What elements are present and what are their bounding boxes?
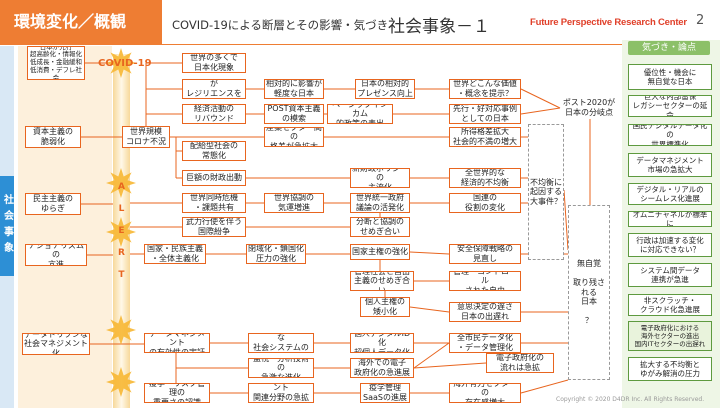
- node-global-recession: 世界規模 コロナ不況: [122, 126, 170, 148]
- node-major-incident: 不均衡に 起因する 大事件？: [528, 124, 564, 260]
- alert-letter-e: E: [118, 226, 125, 236]
- node-nationalism: ナショナリズムの 亢進: [25, 244, 87, 266]
- node-surveillance-tech: 監視・分析技術の 急激な進化: [248, 358, 314, 378]
- node-digital-id: 個人デジタルID化 超個人データ化: [350, 333, 414, 353]
- node-new-fiscal-policy: 新財政ポリシーの 主流化: [350, 168, 410, 188]
- node-security-review: 安全保障戦略の 見直し: [449, 244, 521, 264]
- starburst-icon: [106, 48, 136, 78]
- insight-item: データマネジメント 市場の急拡大: [628, 153, 712, 177]
- connector-line: [413, 362, 487, 369]
- node-presence-up: 日本の相対的 プレゼンス向上: [355, 79, 415, 99]
- node-mild-impact: 相対的に影響が 軽度な日本: [264, 79, 324, 99]
- node-basic-income: ベーシックインカム 的政策の表出: [327, 104, 393, 124]
- alert-letter-l: L: [118, 204, 125, 214]
- node-democracy-shake: 民主主義の ゆらぎ: [25, 193, 81, 215]
- connector-line: [563, 189, 569, 251]
- node-control-vs-liberty: 管理社会と自由 主義のせめぎ合い: [350, 271, 414, 291]
- node-cooperation: 世界協調の 気運増進: [264, 193, 324, 213]
- node-controlled-freedom: 管理・コントロール された自由: [449, 271, 521, 291]
- alert-letter-t: T: [118, 270, 125, 280]
- page-subtitle: COVID-19による断層とその影響・気づき: [172, 18, 389, 32]
- node-left-behind-japan: 無自覚 取り残される 日本 ？: [568, 205, 610, 380]
- node-slow-decisions: 意思決定の遅さ 日本の出遅れ: [449, 302, 521, 322]
- alert-letter-r: R: [118, 248, 125, 258]
- node-world-government: 世界統一政府 議論の活発化: [350, 193, 410, 213]
- node-data-management-proof: データマネジメント の有効性の実証: [144, 333, 210, 353]
- connector-line: [413, 342, 450, 369]
- node-sovereignty: 国家主権の強化: [350, 244, 410, 260]
- node-risk-management: リスクマネジメント 関連分野の急拡大: [248, 383, 314, 403]
- node-saas: 疫学管理 SaaSの進展: [360, 383, 410, 403]
- node-sector-gap: 産業セクター間の 格差が急拡大: [264, 127, 324, 147]
- header-divider: [0, 44, 720, 45]
- connector-line: [409, 306, 450, 313]
- insight-item: システム間データ 連携が急進: [628, 263, 712, 287]
- insights-title: 気づき・論点: [628, 41, 710, 55]
- node-data-driven-society: データドリブンな 社会マネジメント化: [22, 333, 90, 355]
- insight-item: オムニチャネルが標準に: [628, 211, 712, 227]
- copyright-notice: Copyright © 2020 D4DR Inc. All Rights Re…: [556, 396, 705, 403]
- node-overseas-egov: 海外での電子 政府化の急進展: [350, 358, 414, 378]
- covid-axis-label: COVID-19: [98, 58, 152, 69]
- insight-item: デジタル・リアルの シームレス化進展: [628, 183, 712, 205]
- connector-line: [520, 379, 569, 394]
- insight-item: 電子政府化における 海外セクターの進出 国内ITセクターの出遅れ: [628, 321, 712, 351]
- connector-line: [520, 88, 561, 109]
- starburst-icon: [106, 367, 136, 397]
- insight-item: 行政は加速する変化 に対応できない？: [628, 233, 712, 257]
- node-resilience: 日本社会の特性が レジリエンスを担保: [182, 79, 246, 99]
- node-income-gap: 所得格差拡大 社会的不満の増大: [449, 127, 521, 147]
- starburst-icon: [106, 168, 136, 198]
- node-japan-preceding: 日本が先行 超高齢化・情報化 低成長・金融緩和 低消費・デフレ社会: [27, 46, 85, 80]
- node-japan-case: 先行・好対応事例 としての日本: [449, 104, 521, 124]
- starburst-icon: [106, 217, 136, 247]
- alert-letter-a: A: [118, 182, 125, 192]
- page-number: 2: [696, 13, 705, 28]
- node-fiscal-spending: 巨額の財政出動: [182, 170, 246, 186]
- node-division-vs-coop: 分断と協調の せめぎ合い: [350, 217, 410, 237]
- starburst-icon: [106, 315, 136, 345]
- node-japanization: 世界の多くで 日本化現象: [182, 53, 246, 73]
- insight-item: 拡大する不均衡と ゆがみ解消の圧力: [628, 357, 712, 381]
- insight-item: 優位性・機会に 無自覚な日本: [628, 64, 712, 90]
- insight-item: 国民デジタルデータ化の 世界標準化: [628, 124, 712, 146]
- node-individual-sovereignty: 個人主権の 矮小化: [360, 297, 410, 317]
- node-capitalism-fragility: 資本主義の 脆弱化: [25, 126, 81, 148]
- node-rationing: 配給型社会の 常態化: [182, 141, 246, 161]
- connector-line: [409, 251, 450, 255]
- node-egov-rapid: 電子政府化の 流れは急拡: [486, 353, 554, 373]
- insight-item: 非スクラッチ・ クラウド化急進展: [628, 294, 712, 316]
- brand-label: Future Perspective Research Center: [530, 17, 687, 28]
- connector-line: [520, 107, 561, 115]
- node-value-proposal: 世界どこんな価値 ・概念を提示？: [449, 79, 521, 99]
- node-rebound: 経済活動の リバウンド: [182, 104, 246, 124]
- node-data-driven-system: データドリブンな 社会システムの発展: [248, 333, 314, 353]
- node-nationalism-totalitarian: 国家・民族主義 ・全体主義化: [144, 244, 206, 264]
- node-armed-conflict: 武力行使を伴う 国際紛争: [182, 217, 246, 237]
- node-closure-pressure: 閉域化・鎖国化 圧力の強化: [246, 244, 306, 264]
- node-epidemiology: 疫学・リスク管理の 重要さの認識: [144, 383, 210, 403]
- node-un-role: 国連の 役割の変化: [449, 193, 521, 213]
- section-tag: 環境変化／概観: [0, 0, 162, 44]
- side-category-label: 社会事象: [0, 176, 14, 276]
- node-citizen-data: 全市民データ化 ・データ管理化: [449, 333, 521, 353]
- node-post-capitalism: POST資本主義 の模索: [264, 104, 324, 124]
- node-shared-crisis: 世界同時危機 ・課題共有: [182, 193, 246, 213]
- node-post2020: ポスト2020が 日本の分岐点: [562, 98, 616, 117]
- node-foreign-sector: 海外有力セクターの 存在感増大: [449, 383, 521, 403]
- node-global-imbalance: 全世界的な 経済的不均衡: [449, 168, 521, 188]
- page-title: 社会事象－１: [388, 17, 490, 37]
- insight-item: 巨大な内部留保 レガシーセクターの延命: [628, 95, 712, 117]
